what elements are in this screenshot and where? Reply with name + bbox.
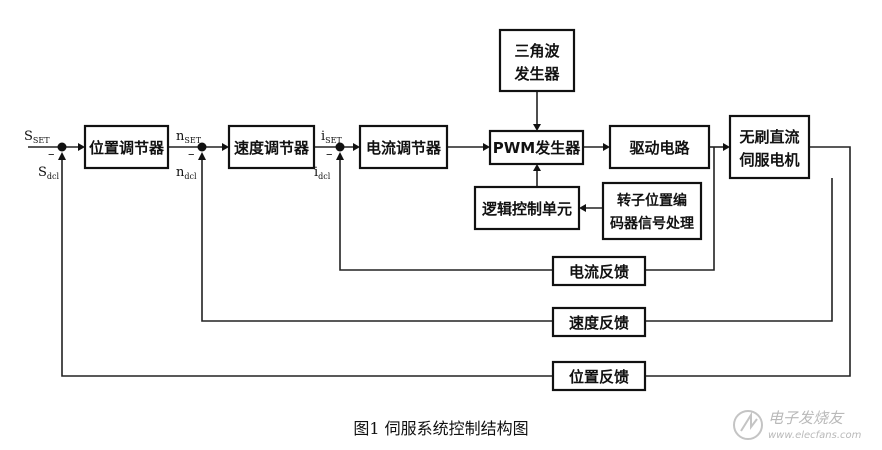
n-minus: – [188, 147, 195, 162]
triangle-wave-label-1: 三角波 [514, 42, 560, 60]
n-set-label: nSET [176, 129, 202, 145]
arrow-into-current-regulator [353, 143, 360, 151]
current-feedback-label: 电流反馈 [569, 263, 629, 281]
junction-position [57, 142, 67, 152]
pwm-generator-block: PWM发生器 [488, 129, 585, 166]
arrowheads [58, 124, 730, 212]
arrow-into-motor [723, 143, 730, 151]
current-regulator-label: 电流调节器 [366, 139, 442, 157]
line-speed-fb-in [201, 160, 553, 322]
drive-circuit-block: 驱动电路 [608, 124, 711, 170]
line-current-fb-out [645, 147, 715, 271]
watermark-url: www.elecfans.com [768, 430, 862, 441]
i-dcl-label: idcl [314, 165, 331, 181]
triangle-wave-block: 三角波 发生器 [498, 28, 576, 93]
position-regulator-block: 位置调节器 [83, 124, 170, 170]
line-speed-fb-out [645, 178, 833, 322]
watermark-text: 电子发烧友 [768, 409, 845, 427]
position-feedback-label: 位置反馈 [569, 368, 629, 386]
i-set-label: iSET [321, 129, 342, 145]
connection-lines [28, 91, 851, 377]
bldc-motor-block: 无刷直流 伺服电机 [728, 114, 811, 180]
rotor-encoder-label-1: 转子位置编 [617, 192, 687, 209]
line-position-fb-in [61, 160, 553, 377]
watermark: 电子发烧友 www.elecfans.com [733, 409, 862, 441]
speed-feedback-label: 速度反馈 [569, 314, 629, 332]
position-feedback-block: 位置反馈 [551, 360, 647, 392]
s-dcl-label: Sdcl [38, 165, 60, 181]
speed-feedback-block: 速度反馈 [551, 306, 647, 338]
s-set-label: SSET [24, 129, 50, 145]
motor-label-2: 伺服电机 [738, 151, 799, 169]
position-regulator-label: 位置调节器 [89, 139, 165, 157]
motor-label-1: 无刷直流 [738, 128, 799, 146]
arrow-triangle-into-pwm [533, 124, 541, 131]
logic-control-block: 逻辑控制单元 [473, 185, 581, 231]
arrow-into-speed-regulator [222, 143, 229, 151]
speed-regulator-block: 速度调节器 [227, 124, 316, 170]
arrow-speed-fb-up [198, 152, 206, 160]
line-current-fb-in [339, 160, 553, 271]
signal-labels: SSET – Sdcl nSET – ndcl iSET – idcl [24, 129, 342, 181]
triangle-wave-label-2: 发生器 [513, 65, 560, 83]
drive-circuit-label: 驱动电路 [629, 139, 690, 157]
arrow-position-fb-up [58, 152, 66, 160]
logic-control-label: 逻辑控制单元 [482, 200, 572, 218]
pwm-generator-label: PWM发生器 [493, 139, 581, 157]
figure-caption: 图1 伺服系统控制结构图 [353, 419, 528, 438]
i-minus: – [326, 147, 333, 162]
arrow-into-position-regulator [78, 143, 85, 151]
junction-speed [197, 142, 207, 152]
rotor-encoder-label-2: 码器信号处理 [610, 215, 694, 232]
arrow-logic-into-pwm [533, 164, 541, 171]
watermark-logo-icon [733, 410, 763, 440]
s-minus: – [48, 147, 55, 162]
arrow-current-fb-up [336, 152, 344, 160]
junction-current [335, 142, 345, 152]
current-feedback-block: 电流反馈 [551, 255, 647, 287]
speed-regulator-label: 速度调节器 [234, 139, 310, 157]
arrow-encoder-into-logic [579, 204, 586, 212]
arrow-into-drive [603, 143, 610, 151]
summing-junctions [57, 142, 345, 152]
n-dcl-label: ndcl [176, 165, 197, 181]
rotor-encoder-block: 转子位置编 码器信号处理 [601, 181, 703, 241]
current-regulator-block: 电流调节器 [358, 124, 449, 170]
line-position-fb-out [645, 146, 851, 377]
arrow-into-pwm [483, 143, 490, 151]
